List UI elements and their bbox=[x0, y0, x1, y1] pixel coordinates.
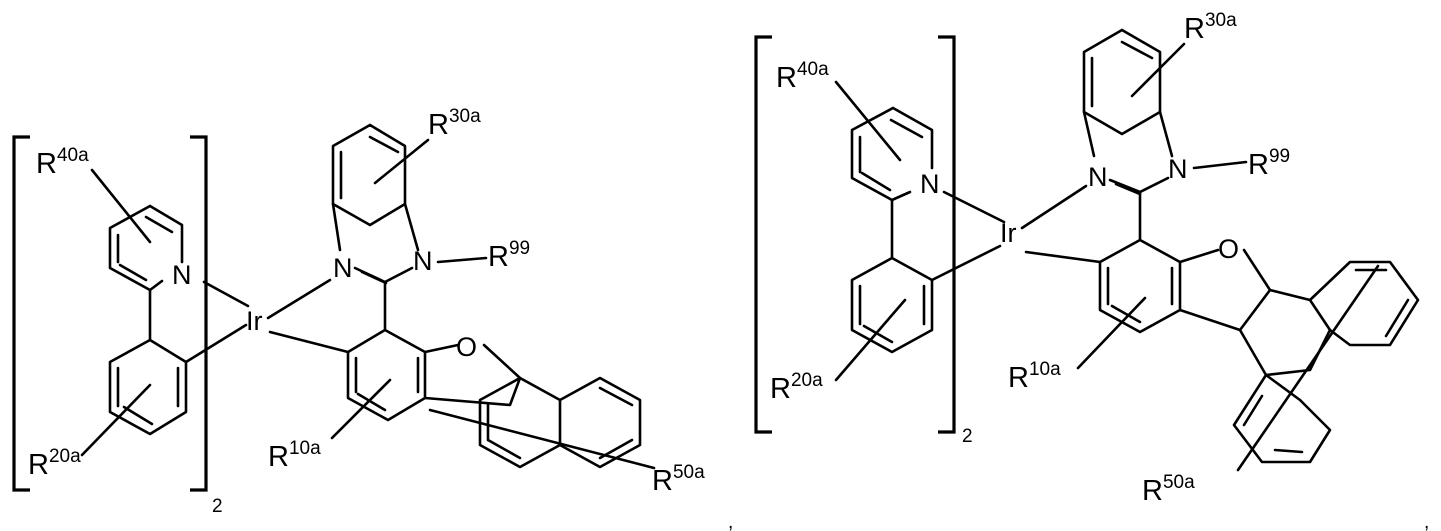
r99-bond-1 bbox=[438, 258, 486, 262]
fused-rings-2 bbox=[1234, 262, 1418, 462]
furan-benzo-core-2: O bbox=[1026, 192, 1270, 332]
pyridine-n-1: N bbox=[172, 260, 192, 290]
r30a-label-1: R30a bbox=[428, 106, 481, 141]
bracket-subscript-1: 2 bbox=[212, 496, 223, 517]
imidazole-n3-1: N bbox=[333, 253, 353, 283]
r99-label-2: R99 bbox=[1248, 146, 1290, 181]
r50a-bond-1 bbox=[430, 410, 654, 468]
furan-o-2: O bbox=[1218, 234, 1239, 264]
imidazole-n1-1: N bbox=[413, 246, 433, 276]
phenyl-ring-1 bbox=[110, 290, 186, 434]
bonds-to-ir-left-1 bbox=[186, 282, 248, 362]
r30a-bond-1 bbox=[375, 140, 428, 183]
iridium-2: Ir bbox=[1000, 218, 1017, 248]
imidazole-n1-2: N bbox=[1168, 154, 1188, 184]
phenyl-ring-2 bbox=[852, 200, 932, 352]
r50a-label-1: R50a bbox=[652, 462, 705, 497]
right-bracket-2 bbox=[938, 37, 954, 432]
r10a-bond-2 bbox=[1078, 298, 1145, 368]
structure-2: 2 N Ir R40a R20a N N R99 bbox=[756, 10, 1429, 531]
ir-c-bond-1 bbox=[270, 332, 348, 352]
structure-1: 2 N Ir R40a R20a N N bbox=[14, 106, 733, 531]
r20a-bond-1 bbox=[82, 385, 150, 455]
trailing-comma-1: , bbox=[728, 512, 733, 531]
naphthalene-1 bbox=[480, 378, 640, 467]
r50a-bond-2 bbox=[1238, 266, 1378, 470]
trailing-comma-2: , bbox=[1424, 512, 1429, 531]
r40a-label-2: R40a bbox=[776, 59, 829, 94]
r10a-label-1: R10a bbox=[268, 438, 321, 473]
furan-o-1: O bbox=[456, 332, 477, 362]
r30a-label-2: R30a bbox=[1184, 10, 1237, 45]
r40a-label-1: R40a bbox=[36, 145, 89, 180]
r10a-label-2: R10a bbox=[1008, 359, 1061, 394]
r50a-label-2: R50a bbox=[1142, 472, 1195, 507]
pyridine-n-2: N bbox=[920, 169, 940, 199]
n-ir-bond-1 bbox=[268, 280, 330, 318]
left-bracket-1 bbox=[14, 137, 30, 490]
ir-c-bond-2 bbox=[1026, 252, 1100, 262]
bracket-subscript-2: 2 bbox=[962, 426, 973, 447]
r20a-label-2: R20a bbox=[770, 370, 823, 405]
r20a-label-1: R20a bbox=[28, 446, 81, 481]
right-bracket-1 bbox=[190, 137, 206, 490]
r99-label-1: R99 bbox=[488, 238, 530, 273]
iridium-1: Ir bbox=[246, 306, 263, 336]
bonds-to-ir-left-2 bbox=[932, 192, 1004, 280]
r20a-bond-2 bbox=[836, 300, 905, 380]
n-ir-bond-2 bbox=[1022, 186, 1086, 228]
r99-bond-2 bbox=[1194, 162, 1246, 168]
imidazole-n3-2: N bbox=[1088, 162, 1108, 192]
pyridine-ring-1: N bbox=[110, 206, 192, 290]
r40a-bond-1 bbox=[92, 170, 150, 242]
